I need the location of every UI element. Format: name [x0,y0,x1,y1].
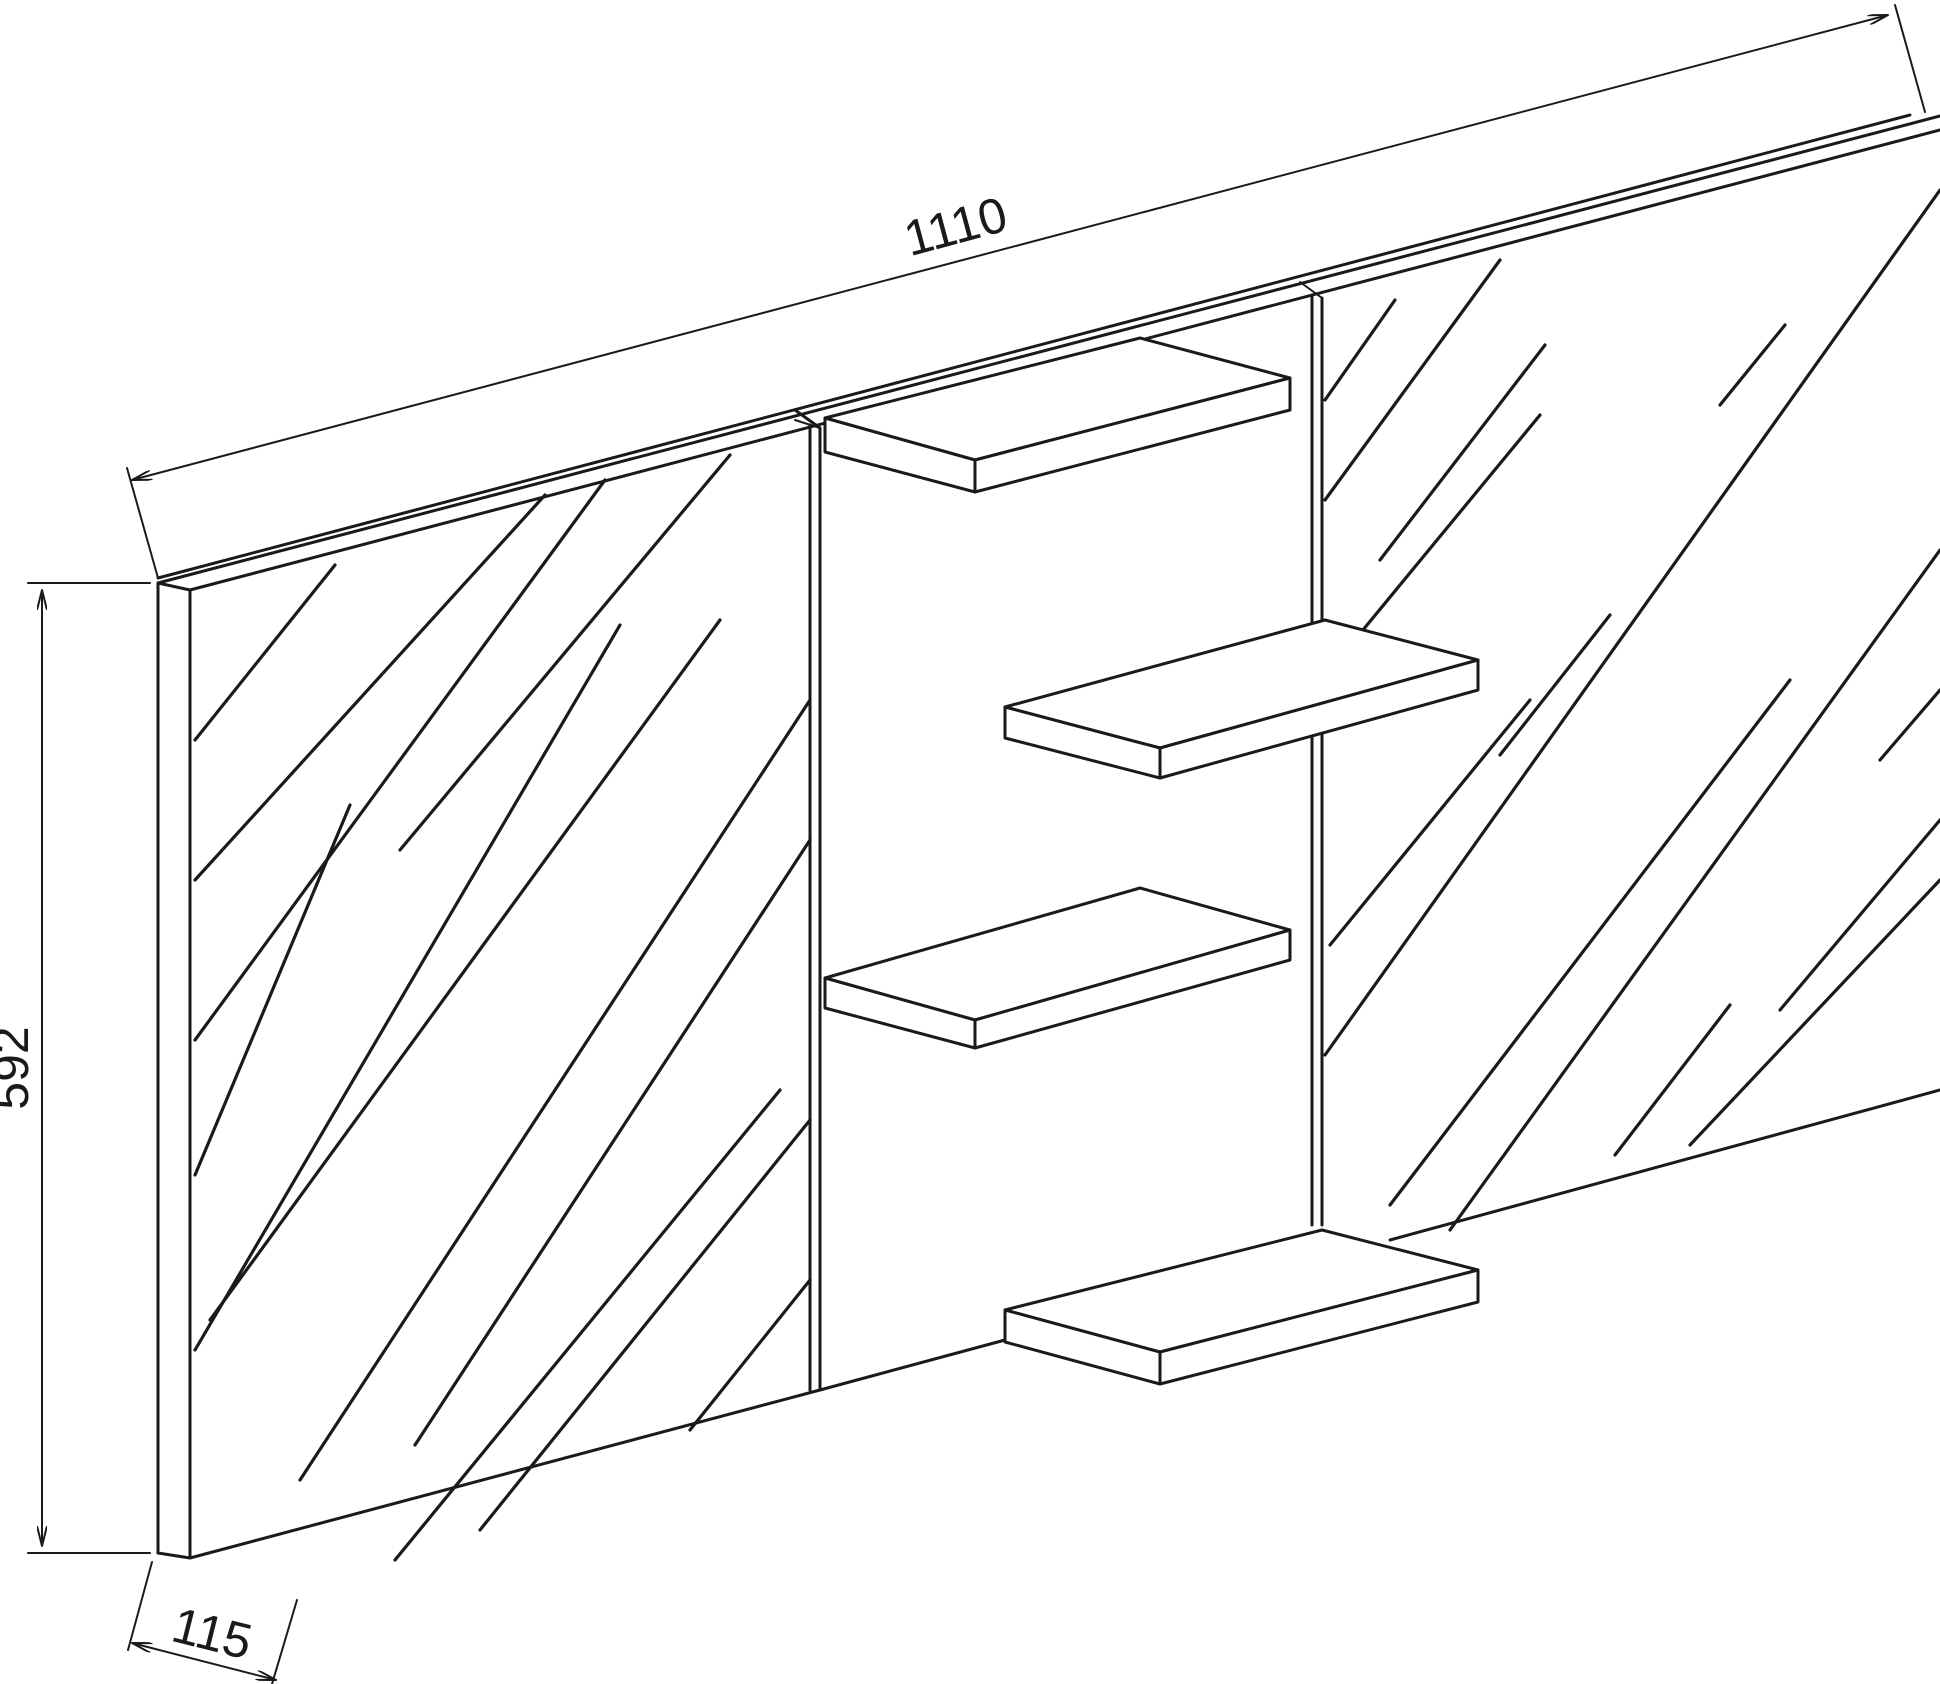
depth-dimension-label: 115 [167,1597,258,1671]
right-door-glass-hatch [1323,188,1940,1232]
shelf-2 [1003,618,1480,780]
height-dimension: 592 [0,582,151,1554]
shelf-4 [1003,1228,1480,1386]
width-dimension-label: 1110 [898,186,1013,267]
shelves [823,336,1480,1386]
left-door-glass-hatch [193,453,812,1562]
width-dimension: 1110 [126,4,1926,579]
height-dimension-label: 592 [0,1026,39,1109]
depth-dimension: 115 [127,1561,298,1684]
shelf-1 [823,336,1292,494]
shelf-3 [823,886,1292,1050]
